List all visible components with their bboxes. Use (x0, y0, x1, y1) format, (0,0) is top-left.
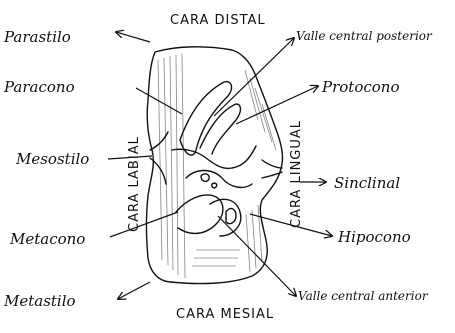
label-cara-mesial: CARA MESIAL (176, 307, 274, 322)
line-metacono (110, 212, 178, 237)
arrow-parastilo (116, 32, 150, 42)
label-parastilo: Parastilo (3, 28, 71, 46)
label-valle-central-posterior: Valle central posterior (296, 29, 433, 43)
arrow-metastilo (118, 282, 150, 299)
label-mesostilo: Mesostilo (15, 150, 89, 168)
arrow-protocono (236, 86, 318, 124)
label-metastilo: Metastilo (3, 292, 76, 310)
arrow-valle-anterior (218, 216, 296, 296)
tooth-outline (147, 47, 283, 284)
label-paracono: Paracono (3, 78, 75, 96)
label-metacono: Metacono (9, 230, 85, 248)
label-sinclinal: Sinclinal (334, 174, 400, 192)
label-valle-central-anterior: Valle central anterior (298, 289, 429, 303)
label-hipocono: Hipocono (337, 228, 411, 246)
label-protocono: Protocono (321, 78, 399, 96)
label-cara-distal: CARA DISTAL (170, 13, 266, 28)
label-cara-lingual: CARA LINGUAL (289, 120, 304, 228)
label-cara-labial: CARA LABIAL (127, 136, 142, 232)
